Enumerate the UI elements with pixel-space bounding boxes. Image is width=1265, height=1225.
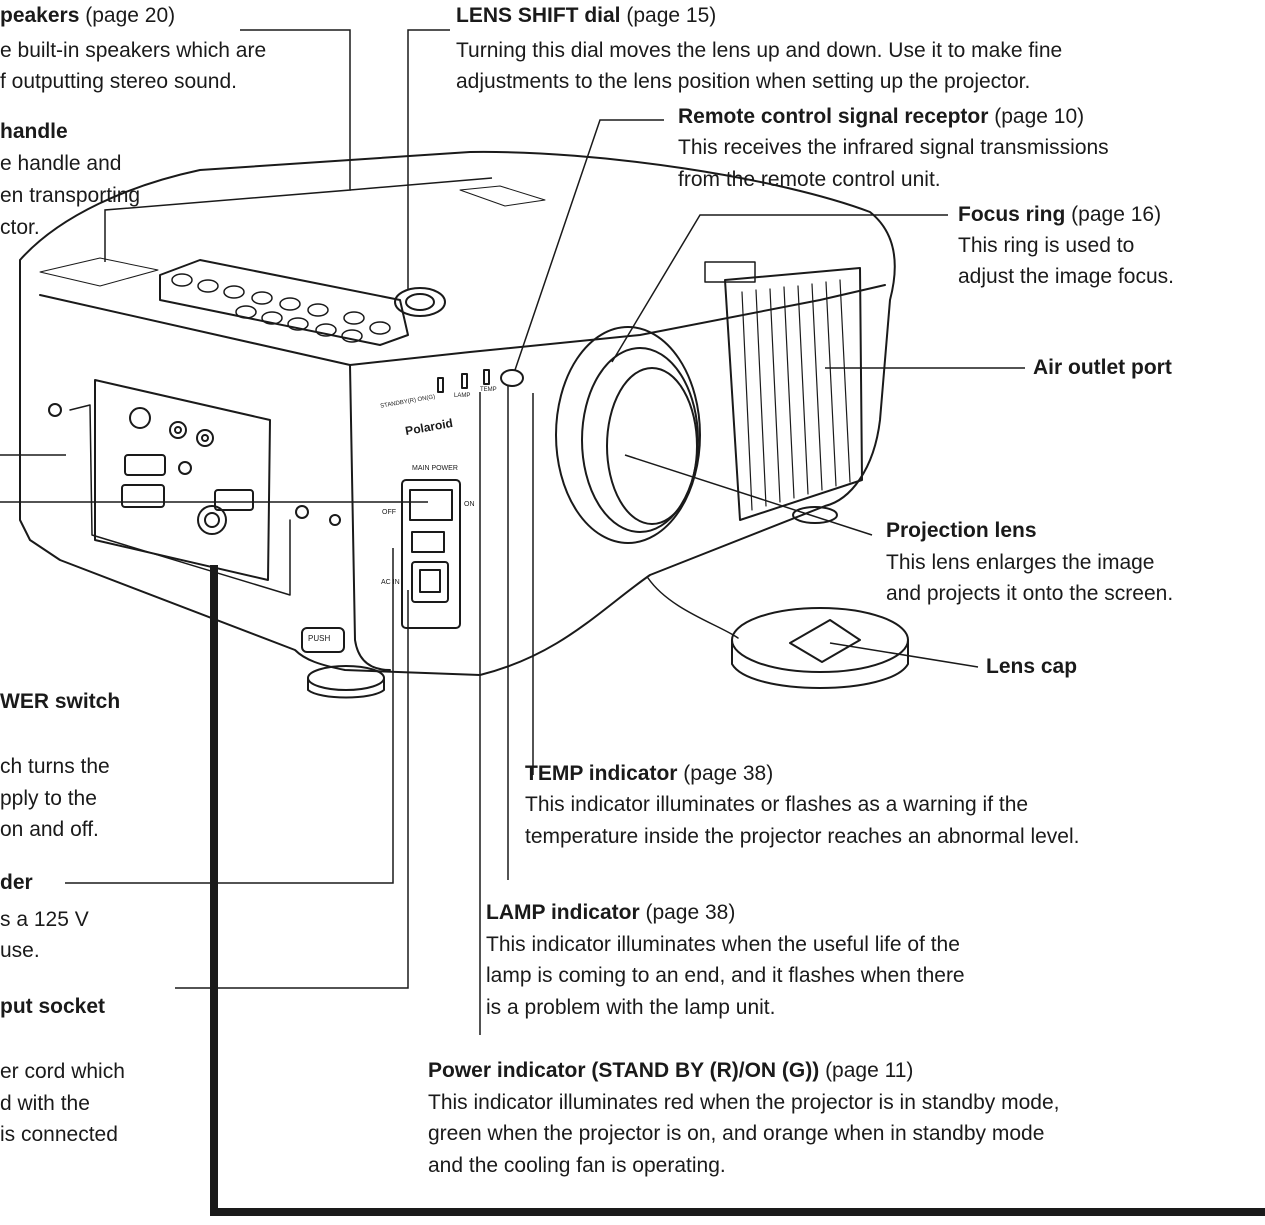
ac-in-label: AC IN: [381, 579, 400, 586]
lamp-desc-2: lamp is coming to an end, and it flashes…: [486, 964, 965, 987]
temp-desc-2: temperature inside the projector reaches…: [525, 825, 1080, 848]
leader-lens-shift: [407, 29, 450, 290]
speaker-grille-right: [459, 185, 546, 207]
ac-socket-desc-2: d with the: [0, 1092, 90, 1115]
air-outlet-vents: [724, 267, 863, 521]
lamp-heading: LAMP indicator (page 38): [486, 901, 736, 924]
ac-inlet: [411, 561, 449, 603]
power-cord: [210, 565, 1265, 1216]
projection-lens-glass: [606, 367, 698, 525]
remote-heading: Remote control signal receptor (page 10): [678, 105, 1085, 128]
focus-ring: [555, 326, 701, 544]
push-label: PUSH: [308, 634, 331, 643]
remote-desc-2: from the remote control unit.: [678, 168, 941, 191]
ac-socket-desc-3: is connected: [0, 1123, 118, 1146]
leader-ac-socket: [175, 590, 409, 989]
lamp-desc-1: This indicator illuminates when the usef…: [486, 933, 960, 956]
handle-desc-3: ctor.: [0, 216, 40, 239]
power-indicator-heading: Power indicator (STAND BY (R)/ON (G)) (p…: [428, 1059, 914, 1082]
focus-desc-1: This ring is used to: [958, 234, 1135, 257]
focus-heading: Focus ring (page 16): [958, 203, 1162, 226]
temp-indicator-label: TEMP: [480, 387, 497, 393]
leader-lens-cap: [829, 642, 979, 668]
off-label: OFF: [382, 509, 396, 516]
power-switch-housing: [401, 479, 461, 629]
lens-cap-heading: Lens cap: [986, 655, 1078, 678]
focus-desc-2: adjust the image focus.: [958, 265, 1174, 288]
fuse-desc-1: s a 125 V: [0, 908, 89, 931]
power-indicator-desc-3: and the cooling fan is operating.: [428, 1154, 726, 1177]
leader-fuse: [65, 548, 394, 884]
connector-panel: [94, 379, 271, 581]
lens-shift-dial: [394, 287, 446, 317]
lens-shift-desc-1: Turning this dial moves the lens up and …: [456, 39, 1063, 62]
rear-foot: [792, 506, 838, 524]
projection-lens-desc-1: This lens enlarges the image: [886, 551, 1155, 574]
speakers-desc-1: e built-in speakers which are: [0, 39, 267, 62]
on-label: ON: [464, 501, 475, 508]
power-indicator-desc-2: green when the projector is on, and oran…: [428, 1122, 1045, 1145]
ir-receptor: [500, 369, 524, 387]
fuse-desc-2: use.: [0, 939, 40, 962]
top-face-edge: [39, 284, 886, 366]
temp-heading: TEMP indicator (page 38): [525, 762, 774, 785]
speaker-grille-left: [39, 257, 159, 287]
temp-desc-1: This indicator illuminates or flashes as…: [525, 793, 1029, 816]
leader-focus: [611, 214, 948, 363]
ac-socket-desc-1: er cord which: [0, 1060, 125, 1083]
projector-body: [19, 150, 896, 676]
fuse-heading: der: [0, 871, 33, 894]
top-control-panel: [159, 259, 409, 346]
lens-cap-top: [731, 607, 909, 673]
remote-desc-1: This receives the infrared signal transm…: [678, 136, 1109, 159]
cap-cord: [647, 577, 739, 639]
speakers-desc-2: f outputting stereo sound.: [0, 70, 237, 93]
handle-heading: handle: [0, 120, 68, 143]
leader-remote: [514, 119, 664, 371]
push-button: [301, 627, 345, 653]
front-face: [349, 364, 391, 671]
lamp-desc-3: is a problem with the lamp unit.: [486, 996, 776, 1019]
power-indicator-desc-1: This indicator illuminates red when the …: [428, 1091, 1060, 1114]
ac-socket-heading: put socket: [0, 995, 106, 1018]
power-switch-heading: WER switch: [0, 690, 121, 713]
main-power-label: MAIN POWER: [412, 465, 458, 472]
power-switch-desc-1: ch turns the: [0, 755, 110, 778]
handle-desc-1: e handle and: [0, 152, 122, 175]
power-switch-desc-2: pply to the: [0, 787, 97, 810]
projection-lens-heading: Projection lens: [886, 519, 1037, 542]
leader-projection-lens: [624, 454, 873, 536]
speakers-heading: peakers (page 20): [0, 4, 176, 27]
power-switch-desc-3: on and off.: [0, 818, 99, 841]
lens-shift-desc-2: adjustments to the lens position when se…: [456, 70, 1031, 93]
projection-lens-desc-2: and projects it onto the screen.: [886, 582, 1174, 605]
handle-desc-2: en transporting: [0, 184, 141, 207]
lamp-indicator-label: LAMP: [454, 393, 471, 399]
air-outlet-heading: Air outlet port: [1033, 356, 1172, 379]
lens-shift-heading: LENS SHIFT dial (page 15): [456, 4, 717, 27]
